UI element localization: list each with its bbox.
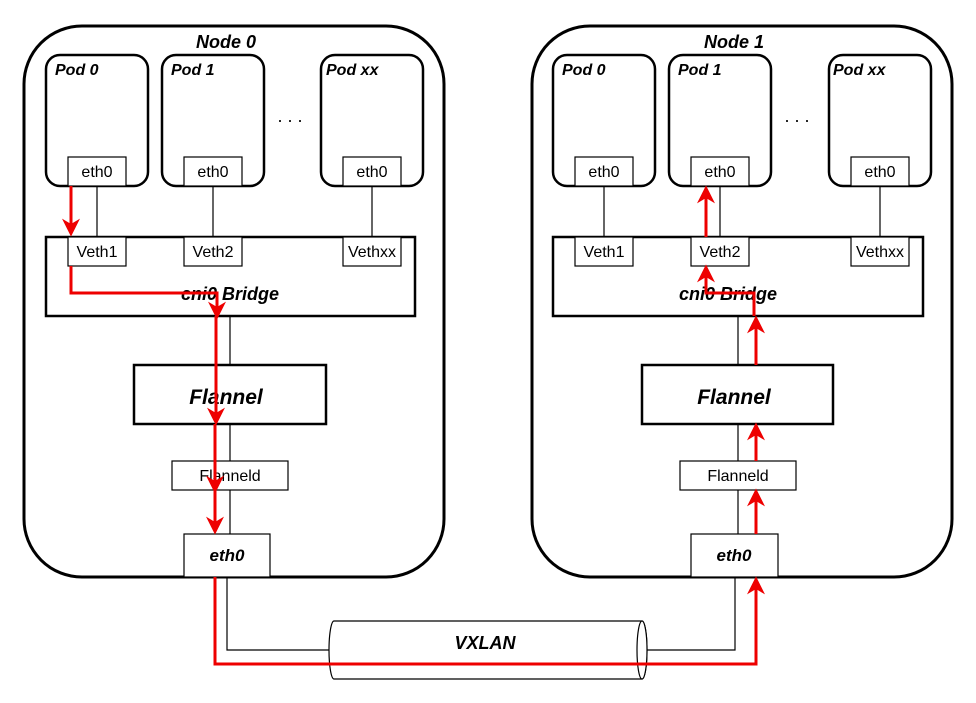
node-0-pod-0-eth0-label: eth0 xyxy=(81,164,112,181)
node-0-pod-1-eth0-label: eth0 xyxy=(197,164,228,181)
node-1-veth2-label: Veth2 xyxy=(700,244,741,261)
node-0-pod-1-label: Pod 1 xyxy=(171,62,215,79)
vxlan-link-node-1 xyxy=(642,577,736,651)
node-1-veth1 xyxy=(574,236,634,267)
packet-flow xyxy=(62,185,765,666)
node-1-vethxx xyxy=(850,236,910,267)
node-1-flanneld xyxy=(679,460,797,491)
node-1-pod-1-label: Pod 1 xyxy=(678,62,722,79)
node-0-vethxx xyxy=(342,236,402,267)
node-0-title: Node 0 xyxy=(196,32,256,52)
node-1-pod-xx-label: Pod xx xyxy=(833,62,887,79)
node-1-pod-0-label: Pod 0 xyxy=(562,62,606,79)
node-1-veth1-label: Veth1 xyxy=(584,244,625,261)
node-1-pod-xx-eth0 xyxy=(850,156,910,187)
node-0-veth1-label: Veth1 xyxy=(77,244,118,261)
node-1-pod-1-eth0-label: eth0 xyxy=(704,164,735,181)
node-1-title: Node 1 xyxy=(704,32,764,52)
node-0-ellipsis: . . . xyxy=(277,106,302,126)
node-0-flanneld-label: Flanneld xyxy=(199,468,260,485)
node-0-vethxx-label: Vethxx xyxy=(348,244,396,261)
node-1-host-eth0-label: eth0 xyxy=(717,546,753,565)
node-1-pod-0-eth0-label: eth0 xyxy=(588,164,619,181)
node-0-pod-xx-label: Pod xx xyxy=(326,62,380,79)
node-1-pod-0-eth0 xyxy=(574,156,634,187)
vxlan-label: VXLAN xyxy=(454,633,516,653)
node-0-pod-0-label: Pod 0 xyxy=(55,62,99,79)
node-0-veth1 xyxy=(67,236,127,267)
node-0-host-eth0 xyxy=(183,533,271,578)
node-0-veth2 xyxy=(183,236,243,267)
node-1-pod-xx-eth0-label: eth0 xyxy=(864,164,895,181)
node-1-host-eth0 xyxy=(690,533,779,578)
node-1-vethxx-label: Vethxx xyxy=(856,244,904,261)
node-0-bridge-label: cni0 Bridge xyxy=(181,284,279,304)
flow-arrow-veth1-to-bridge xyxy=(69,266,226,320)
vxlan-cylinder-cap xyxy=(636,620,648,680)
flow-arrow-bridge-to-veth2 xyxy=(697,264,756,316)
node-1-pod-1-eth0 xyxy=(690,156,750,187)
node-1: Node 1 Pod 0 eth0 Pod 1 eth0 . . . Pod x… xyxy=(530,24,954,579)
node-0-pod-xx-eth0-label: eth0 xyxy=(356,164,387,181)
node-1-flannel-label: Flannel xyxy=(697,386,772,409)
flow-arrow-vxlan-crossing xyxy=(213,576,765,666)
node-1-veth2 xyxy=(690,236,750,267)
node-0-flannel-label: Flannel xyxy=(189,386,264,409)
node-1-ellipsis: . . . xyxy=(784,106,809,126)
node-0: Node 0 Pod 0 eth0 Pod 1 eth0 . . . Pod x… xyxy=(22,24,446,579)
node-0-veth2-label: Veth2 xyxy=(193,244,234,261)
node-0-host-eth0-label: eth0 xyxy=(210,546,246,565)
vxlan-link-node-0 xyxy=(226,577,334,651)
node-1-flanneld-label: Flanneld xyxy=(707,468,768,485)
